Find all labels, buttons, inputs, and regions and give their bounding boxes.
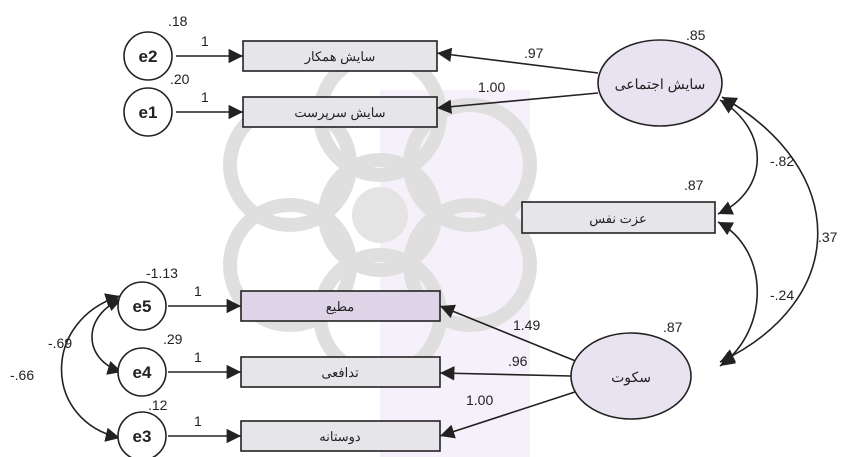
error-e2: e2 bbox=[123, 31, 173, 81]
var-e1: .20 bbox=[170, 71, 190, 87]
var-e5: -1.13 bbox=[146, 265, 178, 281]
error-e4: e4 bbox=[117, 347, 167, 397]
path-arrows bbox=[60, 47, 819, 444]
box-obedient-label: مطیع bbox=[326, 299, 354, 315]
r2-social: .85 bbox=[686, 27, 706, 43]
var-e2: .18 bbox=[168, 13, 188, 29]
box-supervisor-label: سایش سرپرست bbox=[294, 105, 385, 121]
cov-social-silence bbox=[719, 96, 819, 363]
fixed-e4: 1 bbox=[194, 349, 202, 365]
box-coworker: سایش همکار bbox=[242, 40, 438, 72]
loading-social-coworker: .97 bbox=[524, 45, 544, 61]
latent-silence-label: سکوت bbox=[611, 369, 651, 386]
var-e4: .29 bbox=[163, 331, 183, 347]
box-obedient: مطیع bbox=[240, 290, 441, 322]
error-e3-label: e3 bbox=[133, 427, 152, 446]
fixed-e3: 1 bbox=[194, 413, 202, 429]
arrow-social-supervisor bbox=[436, 92, 599, 114]
box-supervisor: سایش سرپرست bbox=[242, 96, 438, 128]
box-defensive-label: تدافعی bbox=[321, 365, 359, 380]
error-e1-label: e1 bbox=[139, 103, 158, 122]
error-e2-label: e2 bbox=[139, 47, 158, 66]
error-e5-label: e5 bbox=[133, 297, 152, 316]
cov-social-selfesteem-label: -.82 bbox=[770, 153, 794, 169]
box-selfesteem: عزت نفس bbox=[521, 201, 716, 234]
arrow-social-coworker bbox=[436, 47, 599, 74]
latent-social-label: سایش اجتماعی bbox=[615, 76, 706, 93]
error-e3: e3 bbox=[117, 411, 167, 457]
arrow-silence-obedient bbox=[439, 304, 584, 365]
arrow-silence-defensive bbox=[439, 366, 572, 381]
cov-social-silence-label: .37 bbox=[818, 229, 838, 245]
box-friendly-label: دوستانه bbox=[319, 429, 361, 445]
cov-e5-e3-label: -.66 bbox=[10, 367, 34, 383]
fixed-e2: 1 bbox=[201, 33, 209, 49]
r2-silence: .87 bbox=[663, 319, 683, 335]
fixed-e5: 1 bbox=[194, 283, 202, 299]
cov-e5-e3 bbox=[60, 293, 121, 442]
error-e4-label: e4 bbox=[133, 363, 152, 382]
cov-selfesteem-silence-label: -.24 bbox=[770, 287, 794, 303]
cov-selfesteem-silence bbox=[717, 221, 758, 367]
box-defensive: تدافعی bbox=[240, 356, 441, 388]
coefficient-labels: .18 1 .20 1 -1.13 1 .29 1 .12 1 .97 1.00… bbox=[10, 13, 838, 429]
error-e5: e5 bbox=[117, 281, 167, 331]
cov-e5-e4 bbox=[91, 297, 123, 375]
arrow-silence-friendly bbox=[439, 389, 582, 439]
box-selfesteem-label: عزت نفس bbox=[589, 211, 647, 227]
cov-e5-e4-label: -.69 bbox=[48, 335, 72, 351]
fixed-e1: 1 bbox=[201, 89, 209, 105]
loading-silence-friendly: 1.00 bbox=[466, 392, 493, 408]
error-e1: e1 bbox=[123, 87, 173, 137]
var-e3: .12 bbox=[148, 397, 168, 413]
box-coworker-label: سایش همکار bbox=[304, 49, 375, 65]
latent-silence: سکوت bbox=[570, 332, 692, 420]
r2-selfesteem: .87 bbox=[684, 177, 704, 193]
box-friendly: دوستانه bbox=[240, 420, 441, 452]
loading-silence-defensive: .96 bbox=[508, 353, 528, 369]
latent-social: سایش اجتماعی bbox=[597, 39, 723, 127]
loading-social-supervisor: 1.00 bbox=[478, 79, 505, 95]
loading-silence-obedient: 1.49 bbox=[513, 317, 540, 333]
